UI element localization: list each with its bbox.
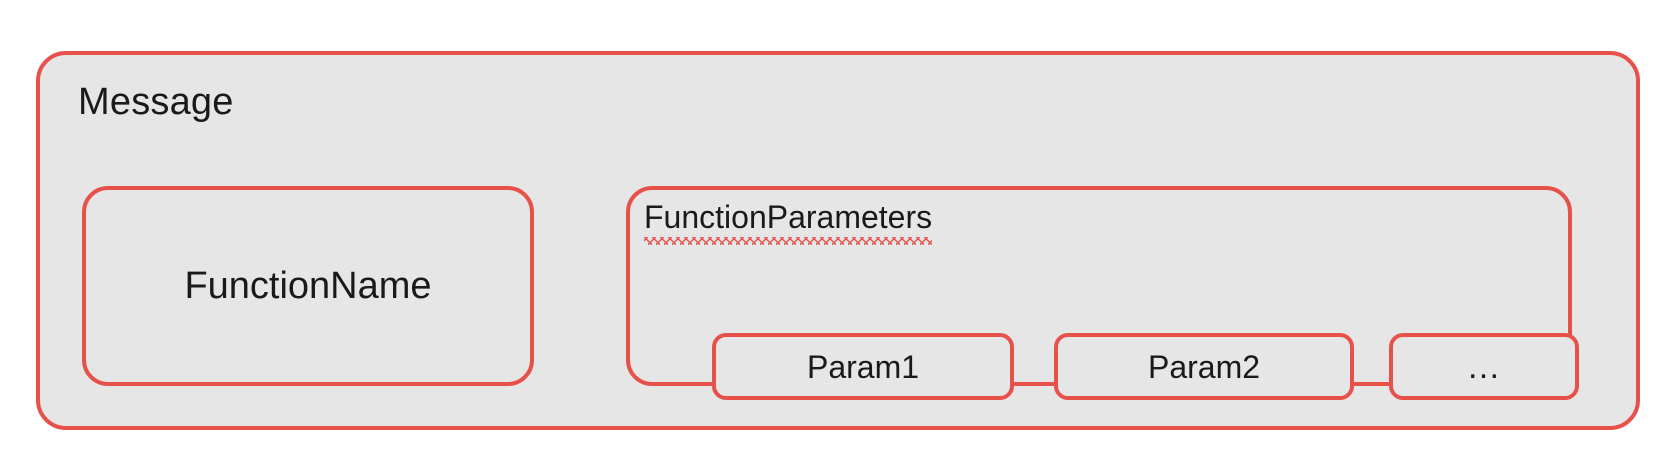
- function-name-label: FunctionName: [184, 265, 432, 307]
- parameter-box-1[interactable]: Param1: [712, 333, 1014, 400]
- parameter-box-1-label: Param1: [806, 348, 920, 385]
- function-name-block[interactable]: FunctionName: [82, 186, 534, 386]
- function-parameters-block[interactable]: FunctionParameters Param1 Param2 …: [626, 186, 1579, 400]
- function-parameters-label-wrap: FunctionParameters: [644, 198, 933, 245]
- parameter-boxes-row: Param1 Param2 …: [630, 190, 1579, 400]
- function-parameters-label: FunctionParameters: [644, 199, 933, 235]
- message-block[interactable]: Message FunctionName FunctionParameters …: [36, 51, 1640, 430]
- parameter-box-ellipsis-label: …: [1466, 347, 1502, 386]
- message-block-label: Message: [78, 81, 234, 123]
- parameter-box-2[interactable]: Param2: [1054, 333, 1354, 400]
- parameter-box-ellipsis[interactable]: …: [1389, 333, 1579, 400]
- spellcheck-squiggle-underline: [644, 237, 933, 245]
- parameter-box-2-label: Param2: [1147, 348, 1261, 385]
